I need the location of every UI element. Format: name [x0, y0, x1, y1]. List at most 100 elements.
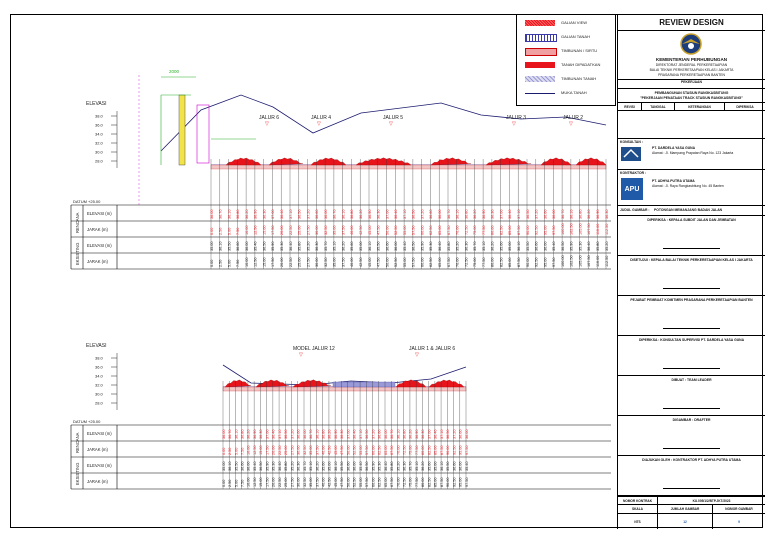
design-distance-value: 57.50 [412, 225, 416, 235]
design-distance-value: 67.50 [390, 445, 394, 455]
design-distance-value: 112.50 [605, 224, 609, 235]
table-row-label: ELEVASI (m) [87, 431, 112, 436]
track-label: JALUR 3 [506, 115, 526, 121]
design-elevation-value: 36.60 [429, 209, 433, 219]
design-distance-value: 7.50 [240, 448, 244, 455]
existing-distance-value: 82.50 [499, 257, 503, 267]
existing-distance-value: 27.50 [290, 477, 294, 487]
design-elevation-value: 36.20 [328, 429, 332, 439]
existing-distance-value: 77.50 [482, 257, 486, 267]
track-label: JALUR 6 [259, 115, 279, 121]
existing-distance-value: 87.50 [440, 477, 444, 487]
drawing-title-label: JUDUL GAMBAR : [620, 208, 650, 212]
signature-block: DISETUJUI : KEPALA BALAI TEKNIK PERKERET… [618, 256, 765, 296]
existing-distance-value: 47.50 [377, 257, 381, 267]
existing-elevation-value: 36.60 [346, 461, 350, 471]
existing-distance-value: 35.00 [309, 477, 313, 487]
design-elevation-value: 36.30 [259, 429, 263, 439]
design-elevation-value: 36.00 [552, 209, 556, 219]
elevation-label: ELEVASI [86, 343, 106, 349]
design-distance-value: 85.00 [434, 445, 438, 455]
design-elevation-value: 36.30 [491, 209, 495, 219]
revision-header-cell: REVISI [618, 103, 642, 110]
existing-elevation-value: 35.50 [340, 461, 344, 471]
legend-swatch [525, 48, 557, 56]
existing-distance-value: 92.50 [535, 257, 539, 267]
existing-elevation-value: 35.10 [482, 241, 486, 251]
existing-distance-value: 52.50 [394, 257, 398, 267]
legend-item: GALIAN VIEW [521, 19, 615, 27]
existing-elevation-value: 36.00 [353, 461, 357, 471]
design-elevation-value: 36.10 [570, 209, 574, 219]
design-elevation-value: 36.10 [456, 209, 460, 219]
existing-distance-value: 0.00 [210, 260, 214, 267]
ballast-mound [255, 379, 290, 388]
design-elevation-value: 36.40 [434, 429, 438, 439]
existing-distance-value: 40.00 [350, 257, 354, 267]
bottom-value-cell: NTS [618, 514, 658, 529]
design-distance-value: 107.50 [587, 223, 591, 235]
design-distance-value: 110.00 [596, 224, 600, 235]
revision-header-cell: DIPERIKSA [736, 104, 754, 109]
elevation-tick-label: 38.0 [95, 356, 104, 361]
table-row-label: JARAK (m) [87, 479, 109, 484]
existing-elevation-value: 36.60 [535, 241, 539, 251]
design-distance-value: 62.50 [378, 445, 382, 455]
legend-label: TANAH DIPADATKAN [561, 62, 601, 67]
design-elevation-value: 36.00 [438, 209, 442, 219]
design-elevation-value: 37.10 [403, 209, 407, 219]
design-elevation-value: 36.50 [365, 429, 369, 439]
design-elevation-value: 36.30 [421, 429, 425, 439]
legend-label: GALIAN TANAH [561, 34, 590, 39]
existing-elevation-value: 36.40 [278, 461, 282, 471]
existing-elevation-value: 35.10 [333, 241, 337, 251]
consultant-address: Alamat : Jl. Mampang Prapatan Raya No. 1… [652, 151, 734, 155]
existing-elevation-value: 36.60 [385, 241, 389, 251]
existing-distance-value: 90.00 [526, 257, 530, 267]
existing-distance-value: 27.50 [306, 257, 310, 267]
design-distance-value: 47.50 [340, 445, 344, 455]
design-distance-value: 105.00 [578, 223, 582, 235]
design-elevation-value: 36.80 [321, 429, 325, 439]
signature-line [663, 328, 720, 329]
design-distance-value: 12.50 [253, 445, 257, 455]
signature-block: PEJABAT PEMBUAT KOMITMEN PRASARANA PERKE… [618, 296, 765, 336]
design-distance-value: 5.00 [234, 448, 238, 455]
existing-elevation-value: 36.30 [297, 461, 301, 471]
contractor-label: KONTRAKTOR : [620, 171, 647, 175]
existing-elevation-value: 35.50 [446, 461, 450, 471]
existing-elevation-value: 35.70 [473, 241, 477, 251]
existing-distance-value: 90.00 [446, 477, 450, 487]
elevation-tick-label: 32.0 [95, 141, 104, 146]
design-distance-value: 7.50 [236, 228, 240, 235]
legend-label: MUKA TANAH [561, 90, 587, 95]
design-elevation-value: 36.80 [350, 209, 354, 219]
design-distance-value: 30.00 [315, 225, 319, 235]
design-elevation-value: 36.90 [482, 209, 486, 219]
design-distance-value: 60.00 [420, 225, 424, 235]
track-marker-icon: ▽ [569, 121, 573, 127]
existing-elevation-value: 35.20 [605, 241, 609, 251]
design-elevation-value: 36.50 [412, 209, 416, 219]
existing-distance-value: 112.50 [605, 256, 609, 267]
existing-elevation-value: 36.50 [412, 241, 416, 251]
design-distance-value: 20.00 [272, 445, 276, 455]
existing-distance-value: 75.00 [409, 477, 413, 487]
existing-elevation-value: 35.30 [429, 241, 433, 251]
existing-elevation-value: 36.50 [259, 461, 263, 471]
design-distance-value: 30.00 [297, 445, 301, 455]
existing-elevation-value: 35.40 [403, 241, 407, 251]
design-elevation-value: 36.00 [303, 429, 307, 439]
design-distance-value: 50.00 [385, 225, 389, 235]
table-group-label: EKSISTING [75, 463, 80, 485]
design-elevation-value: 36.20 [247, 429, 251, 439]
contract-label: NOMOR KONTRAK [618, 497, 658, 504]
design-distance-value: 20.00 [280, 225, 284, 235]
track-marker-icon: ▽ [512, 121, 516, 127]
design-distance-value: 87.50 [517, 225, 521, 235]
design-elevation-value: 36.60 [543, 209, 547, 219]
table-row-label: ELEVASI (m) [87, 243, 112, 248]
existing-distance-value: 45.00 [368, 257, 372, 267]
drawing-title-block: JUDUL GAMBAR : POTONGAN MEMANJANG BADAN … [618, 206, 765, 216]
design-distance-value: 10.00 [245, 225, 249, 235]
